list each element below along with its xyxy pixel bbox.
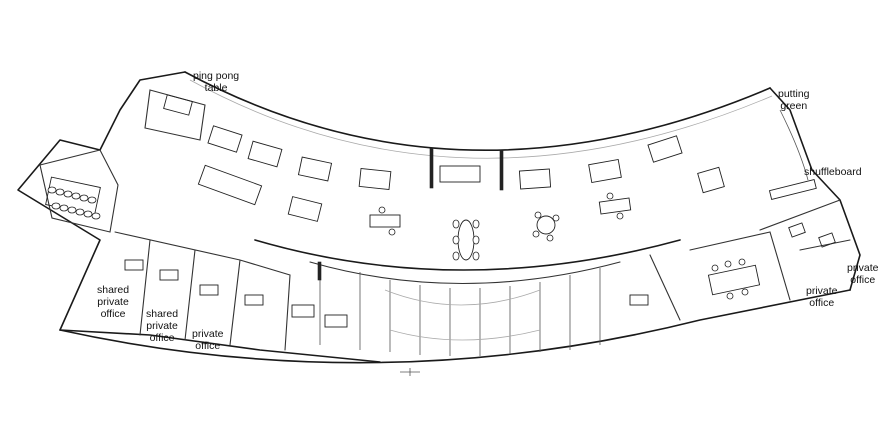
left-private-offices — [114, 231, 291, 351]
workstations — [197, 125, 725, 222]
inner-core-arc-2 — [309, 261, 621, 285]
outer-arc-wall-inner — [189, 79, 773, 159]
ping-pong-room — [144, 89, 206, 141]
left-wing-outline — [17, 71, 381, 363]
outer-arc-wall — [184, 71, 771, 152]
conference-tables — [369, 197, 761, 296]
conference-chairs — [378, 192, 749, 300]
left-chairs — [47, 186, 101, 220]
label-shuffleboard: shuffleboard — [804, 166, 862, 178]
core-rooms-faint — [384, 289, 541, 341]
core-rooms — [319, 262, 601, 356]
right-private-offices — [649, 199, 851, 321]
ping-pong-table — [163, 94, 193, 116]
dark-blocks — [317, 147, 504, 281]
putting-green-area — [779, 109, 809, 181]
inner-core-arc — [254, 239, 681, 271]
right-wing-outline — [769, 87, 861, 291]
bottom-arc-wall — [59, 289, 851, 364]
left-workroom — [39, 149, 119, 233]
left-office-furniture — [124, 259, 348, 328]
scale-mark — [400, 368, 420, 376]
right-office-furniture — [629, 222, 836, 306]
shuffleboard-table — [768, 179, 817, 200]
